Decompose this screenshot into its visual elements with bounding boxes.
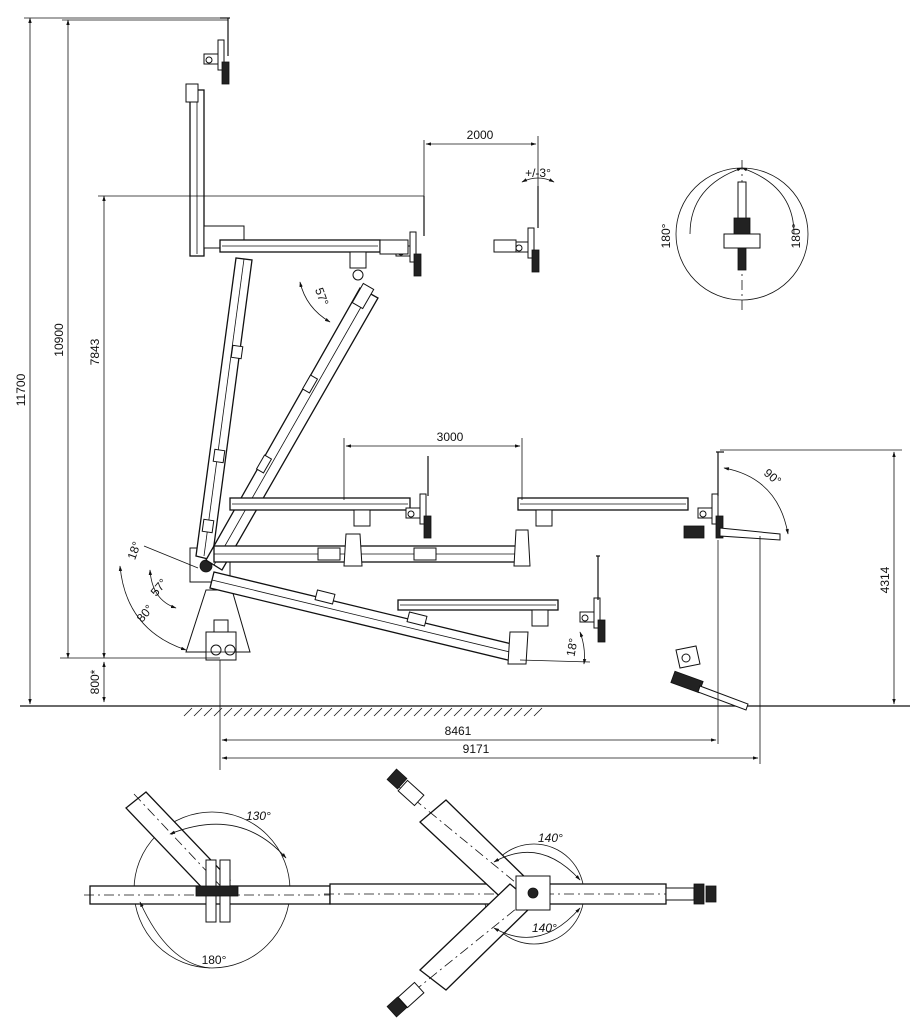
- ground-hatch-stroke: [533, 707, 543, 717]
- dimension-7843: 7843: [88, 195, 424, 659]
- ground-hatch-stroke: [483, 707, 493, 717]
- ground-hatch-stroke: [263, 707, 273, 717]
- ground-hatch-stroke: [473, 707, 483, 717]
- ground-hatch-stroke: [243, 707, 253, 717]
- ground-hatch-stroke: [193, 707, 203, 717]
- label-rot-right: 180°: [789, 223, 803, 248]
- label-slew-140-top: 140°: [538, 831, 563, 845]
- bucket-tilt-variant: [493, 186, 540, 273]
- label-7843: 7843: [88, 338, 102, 365]
- bucket-lowered: [670, 645, 749, 711]
- ground-hatch-stroke: [523, 707, 533, 717]
- label-80: 80°: [134, 602, 157, 625]
- ground-hatch-stroke: [253, 707, 263, 717]
- angle-57-left: 57°: [148, 569, 177, 609]
- angle-90: 90°: [723, 466, 789, 535]
- ground-hatch-stroke: [363, 707, 373, 717]
- plan-view-left: 130° 180°: [84, 791, 336, 969]
- platform-top-horizontal: [219, 196, 425, 281]
- platform-mid-right: [517, 451, 781, 541]
- ground-hatch-stroke: [443, 707, 453, 717]
- platform-top-vertical: [185, 17, 245, 257]
- boom-horizontal: [213, 529, 531, 567]
- ground-hatch-stroke: [233, 707, 243, 717]
- ground-hatch-stroke: [453, 707, 463, 717]
- dimension-800: 800*: [60, 657, 220, 703]
- label-8461: 8461: [445, 724, 472, 738]
- ground-hatch-stroke: [303, 707, 313, 717]
- angle-18-right: 18°: [519, 631, 591, 665]
- ground-hatch-stroke: [503, 707, 513, 717]
- ground-hatch-stroke: [423, 707, 433, 717]
- dimension-9171: 9171: [221, 536, 761, 764]
- label-slew-140-bottom: 140°: [532, 921, 557, 935]
- dimension-4314: 4314: [720, 449, 902, 705]
- ground-line: [20, 705, 910, 717]
- label-9171: 9171: [463, 742, 490, 756]
- label-57-top: 57°: [312, 286, 331, 308]
- ground-hatch-stroke: [203, 707, 213, 717]
- label-10900: 10900: [52, 323, 66, 357]
- label-18-right: 18°: [564, 637, 581, 658]
- bucket-rotation-detail: 180° 180°: [659, 160, 809, 310]
- dimension-11700: 11700: [14, 17, 228, 705]
- label-slew-180: 180°: [202, 953, 227, 967]
- ground-hatch-stroke: [343, 707, 353, 717]
- dimension-3000: 3000: [343, 430, 523, 500]
- ground-hatch-stroke: [413, 707, 423, 717]
- dimension-8461: 8461: [221, 540, 719, 744]
- dimension-10900: 10900: [52, 19, 228, 659]
- ground-hatch-stroke: [323, 707, 333, 717]
- angle-18-left: 18°: [125, 540, 199, 569]
- ground-hatch-stroke: [183, 707, 193, 717]
- label-11700: 11700: [14, 373, 28, 406]
- label-2000: 2000: [467, 128, 494, 142]
- label-slew-130: 130°: [246, 809, 271, 823]
- ground-hatch-stroke: [373, 707, 383, 717]
- ground-hatch-stroke: [493, 707, 503, 717]
- ground-hatch-stroke: [313, 707, 323, 717]
- label-rot-left: 180°: [659, 223, 673, 248]
- label-800: 800*: [88, 669, 102, 694]
- ground-hatch-stroke: [383, 707, 393, 717]
- tilt-indicator: +/-3°: [521, 166, 555, 183]
- ground-hatch-stroke: [403, 707, 413, 717]
- label-18-left: 18°: [125, 540, 144, 562]
- ground-hatch-stroke: [273, 707, 283, 717]
- ground-hatch-stroke: [333, 707, 343, 717]
- label-90: 90°: [761, 466, 784, 489]
- ground-hatch-stroke: [433, 707, 443, 717]
- ground-hatch-stroke: [393, 707, 403, 717]
- angle-80: 80°: [118, 565, 187, 651]
- platform-lower: [397, 555, 606, 643]
- dimension-2000: 2000: [423, 128, 539, 200]
- ground-hatch-stroke: [353, 707, 363, 717]
- ground-hatch-stroke: [463, 707, 473, 717]
- ground-hatch-stroke: [213, 707, 223, 717]
- label-3000: 3000: [437, 430, 464, 444]
- boom-descending: [209, 571, 529, 665]
- ground-hatch-stroke: [223, 707, 233, 717]
- label-tilt: +/-3°: [525, 166, 551, 180]
- plan-view-right: 140° 140°: [324, 768, 717, 1018]
- ground-hatch-stroke: [293, 707, 303, 717]
- label-4314: 4314: [878, 566, 892, 593]
- ground-hatch-stroke: [513, 707, 523, 717]
- angle-57-top: 57°: [299, 281, 332, 323]
- platform-mid-left: [229, 456, 432, 539]
- ground-hatch-stroke: [283, 707, 293, 717]
